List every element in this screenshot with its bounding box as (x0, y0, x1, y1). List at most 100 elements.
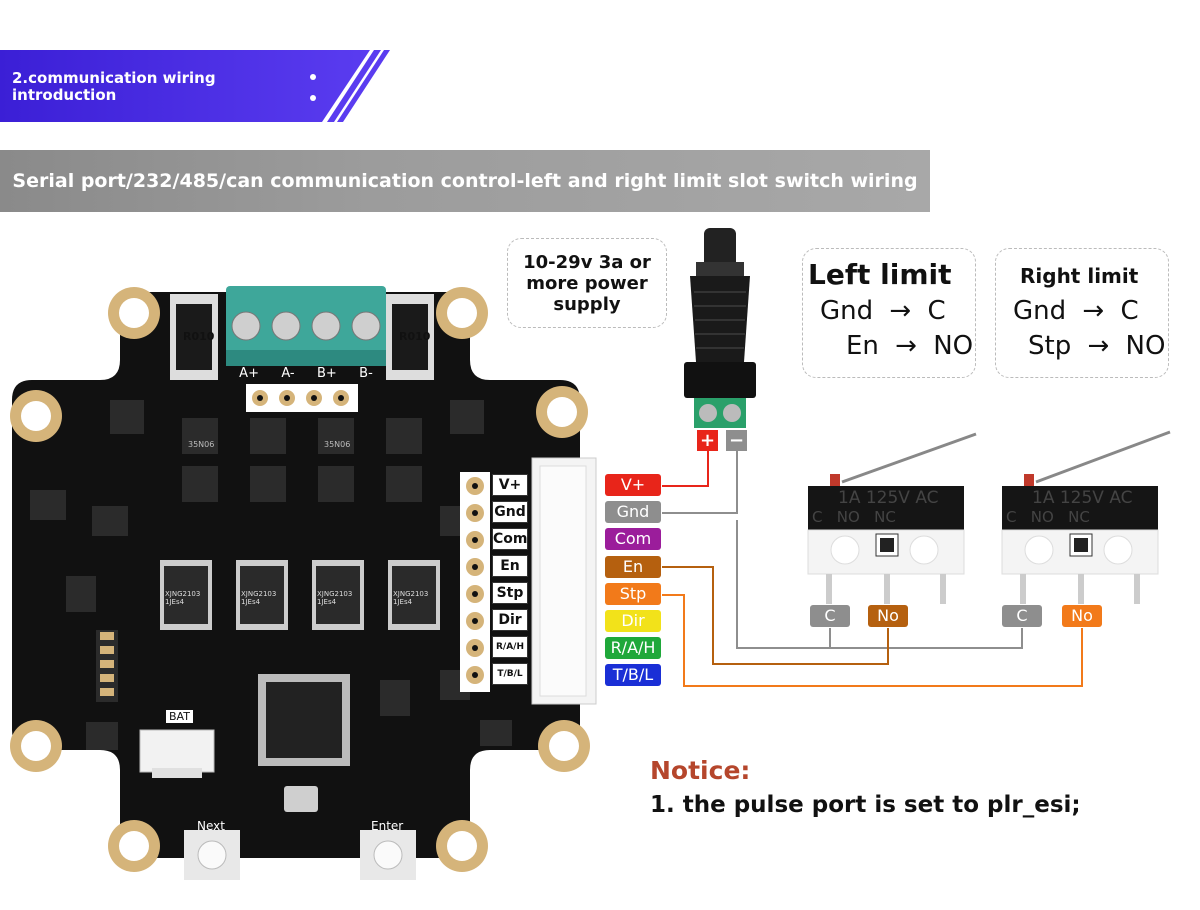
mount-hole (536, 386, 588, 438)
driver-chip-label: XJNG2103 1JEs4 (241, 590, 277, 606)
pin-label-en: En (605, 555, 661, 578)
section-title-line2: introduction (12, 86, 117, 104)
notice-title: Notice: (650, 756, 751, 785)
pin-label-t-b-l: T/B/L (605, 664, 661, 687)
notice-line-1: 1. the pulse port is set to plr_esi; (650, 792, 1081, 818)
next-button-label: Next (197, 819, 225, 833)
resistor-label: R010 (183, 330, 215, 343)
wire-en (662, 566, 889, 665)
battery-connector (139, 729, 215, 778)
pcb-pin-label-gnd: Gnd (492, 501, 528, 523)
pcb-pin-label-t-b-l: T/B/L (492, 663, 528, 685)
enter-button-label: Enter (371, 819, 404, 833)
mount-hole (436, 287, 488, 339)
mosfet-label: 35N06 (324, 440, 351, 449)
mosfet-array (182, 418, 422, 502)
power-supply-line1: 10-29v 3a or (523, 252, 651, 273)
right-limit-c: C (1120, 296, 1139, 326)
driver-chip-label: XJNG2103 1JEs4 (393, 590, 429, 606)
right-micro-switch (1001, 430, 1171, 604)
mount-hole (108, 287, 160, 339)
bullet-dot (310, 95, 316, 101)
power-supply-line3: supply (553, 294, 621, 315)
pcb-pin-label-dir: Dir (492, 609, 528, 631)
pcb-pin-label-v-: V+ (492, 474, 528, 496)
right-switch-c-label: C (1002, 605, 1042, 627)
driver-chips (160, 560, 440, 630)
left-micro-switch (807, 432, 977, 604)
right-switch-no-label: No (1062, 605, 1102, 627)
connector-pad-column (460, 472, 490, 692)
mount-hole (436, 820, 488, 872)
right-limit-callout (995, 248, 1169, 378)
motor-pads (246, 384, 358, 412)
pin-label-com: Com (605, 528, 661, 551)
right-limit-no: NO (1125, 331, 1166, 361)
driver-board (10, 286, 597, 880)
wire-vplus (662, 450, 709, 487)
section-title: 2.communication wiring introduction (12, 70, 302, 104)
left-switch-no-label: No (868, 605, 908, 627)
power-supply-text: 10-29v 3a or more power supply (507, 252, 667, 315)
left-switch-c-label: C (810, 605, 850, 627)
arrow-icon: → (895, 331, 917, 361)
mount-hole (10, 720, 62, 772)
right-limit-stp: Stp (1028, 331, 1072, 361)
pin-label-stp: Stp (605, 582, 661, 605)
left-limit-gnd: Gnd (820, 296, 874, 326)
right-limit-line2: Stp → NO (1028, 331, 1165, 361)
mcu-chip (258, 674, 350, 766)
left-limit-en: En (846, 331, 879, 361)
power-supply-line2: more power (526, 273, 648, 294)
left-limit-no: NO (933, 331, 974, 361)
pcb-pin-label-com: Com (492, 528, 528, 550)
crystal (284, 786, 318, 812)
mount-hole (108, 820, 160, 872)
mosfet-label: 35N06 (188, 440, 215, 449)
shunt-resistor (386, 294, 434, 380)
right-switch-rating: 1A 125V AC (1032, 488, 1133, 508)
arrow-icon: → (1087, 331, 1110, 361)
right-limit-gnd: Gnd (1013, 296, 1067, 326)
wire-stp (662, 594, 1083, 687)
header-banner (0, 50, 390, 122)
motor-terminal-labels: A+ A- B+ B- (228, 366, 384, 381)
pin-label-gnd: Gnd (605, 501, 661, 524)
pin-header-pads (100, 632, 114, 696)
pin-label-dir: Dir (605, 610, 661, 632)
terminal-label-b-plus: B+ (317, 366, 337, 381)
dc-jack-adapter (684, 228, 756, 428)
wire-gnd (662, 450, 738, 514)
left-switch-rating: 1A 125V AC (838, 488, 939, 508)
right-limit-line1: Gnd → C (1013, 296, 1139, 326)
driver-chip-label: XJNG2103 1JEs4 (165, 590, 201, 606)
pcb-pin-label-en: En (492, 555, 528, 577)
right-switch-pin-text: C NO NC (1006, 508, 1090, 526)
section-title-line1: 2.communication wiring (12, 69, 216, 87)
signal-connector-housing (531, 457, 597, 705)
driver-chip-label: XJNG2103 1JEs4 (317, 590, 353, 606)
terminal-label-a-minus: A- (281, 366, 295, 381)
version-label: Y57_V2.0 (278, 862, 325, 873)
power-supply-callout (507, 238, 667, 328)
bullet-dot (310, 74, 316, 80)
plus-terminal-marker: + (697, 430, 718, 451)
minus-terminal-marker: − (726, 430, 747, 451)
mount-hole (538, 720, 590, 772)
left-limit-line2: En → NO (846, 331, 973, 361)
motor-terminal-block (226, 286, 386, 366)
arrow-icon: → (1082, 296, 1105, 326)
shunt-resistor (170, 294, 218, 380)
pin-label-v-: V+ (605, 474, 661, 496)
left-limit-callout (802, 248, 976, 378)
resistor-label: R010 (399, 330, 431, 343)
terminal-label-b-minus: B- (359, 366, 373, 381)
terminal-label-a-plus: A+ (239, 366, 259, 381)
left-limit-c: C (927, 296, 946, 326)
pin-label-r-a-h: R/A/H (605, 637, 661, 660)
wire-gnd-to-c (736, 520, 1023, 649)
mount-hole (10, 390, 62, 442)
left-limit-line1: Gnd → C (820, 296, 946, 326)
subtitle-text: Serial port/232/485/can communication co… (12, 170, 918, 192)
